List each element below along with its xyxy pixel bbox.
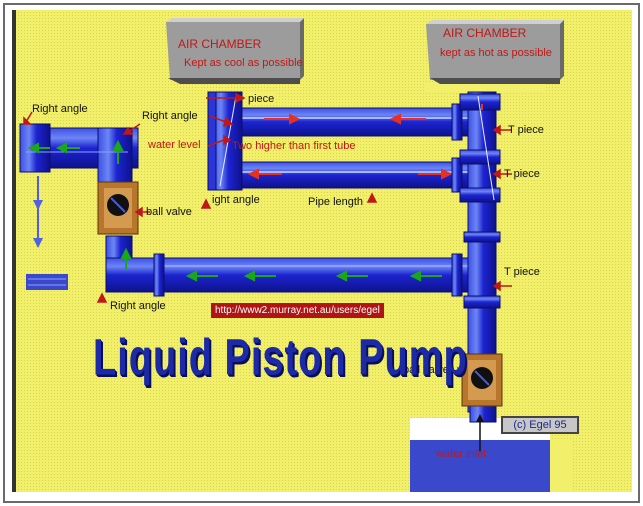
diagram-title: Liquid Piston Pump — [93, 330, 468, 387]
outflow-arrow-icon — [33, 200, 43, 210]
label-right-angle-mid: ight angle — [212, 194, 260, 206]
pointer-arrows — [23, 92, 512, 378]
air-chamber-left-note: Kept as cool as possible — [184, 57, 303, 69]
label-water-level: water level — [148, 139, 201, 151]
ball-valve-left — [97, 181, 139, 235]
water-puddle — [26, 274, 68, 290]
air-chamber-left-title: AIR CHAMBER — [178, 37, 262, 51]
label-t-piece-top: piece — [248, 93, 275, 105]
source-url: http://www2.murray.net.au/users/egel — [211, 303, 384, 318]
copyright-box: (c) Egel 95 — [501, 416, 579, 434]
label-ball-valve-left: ball valve — [146, 206, 192, 218]
upper-tube-1 — [215, 103, 479, 141]
flow-arrows — [27, 104, 483, 282]
label-two-higher: Two higher than first tube — [232, 140, 356, 152]
label-water-inlet: water inlet — [436, 448, 487, 460]
ball-valve-right — [461, 353, 503, 407]
label-right-angle-bottom: Right angle — [110, 300, 166, 312]
label-t-piece-1: T piece — [508, 124, 544, 136]
air-chamber-right — [424, 20, 564, 92]
label-right-angle-left: Right angle — [32, 103, 88, 115]
label-right-angle-upper: Right angle — [142, 110, 198, 122]
air-chamber-right-title: AIR CHAMBER — [443, 26, 527, 40]
air-chamber-right-note: kept as hot as possible — [440, 47, 552, 59]
label-pipe-length: Pipe length — [308, 196, 364, 208]
label-ball-valve-right: ball valve — [403, 364, 449, 376]
label-t-piece-2: T piece — [504, 168, 540, 180]
air-chamber-left — [166, 18, 304, 84]
label-t-piece-3: T piece — [504, 266, 540, 278]
